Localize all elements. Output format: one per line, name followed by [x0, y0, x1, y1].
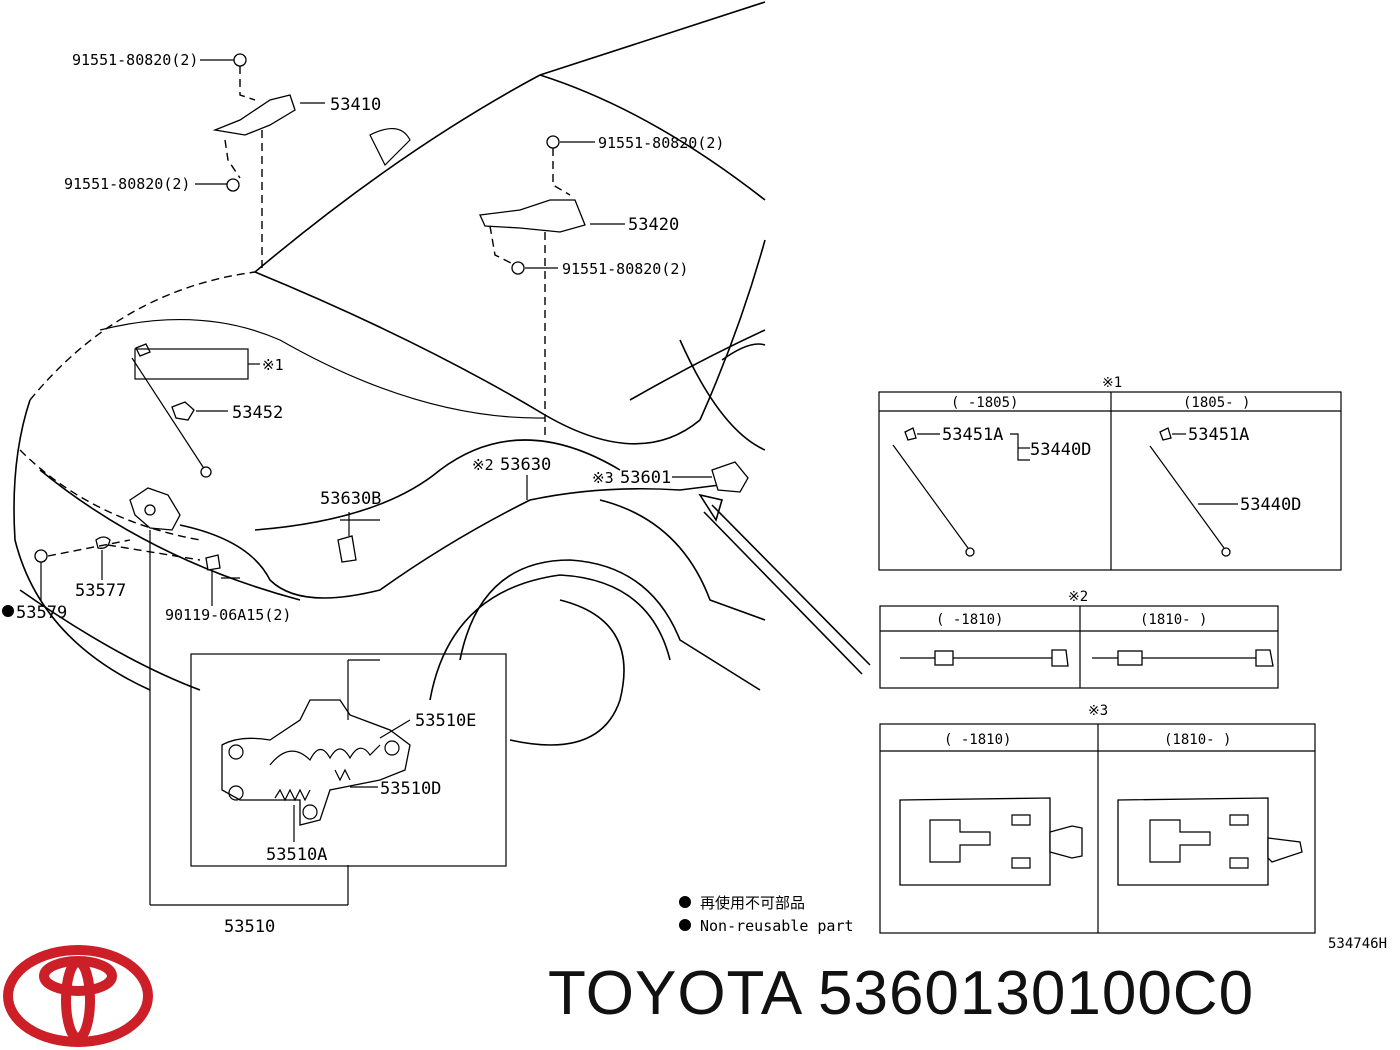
- label-lock-assy: 53510: [224, 917, 275, 937]
- label-bolt-left-low: 91551-80820(2): [64, 175, 190, 193]
- label-hinge-left: 53410: [330, 95, 381, 115]
- support-rod-part: [131, 343, 260, 478]
- vehicle-outline: [13, 1, 766, 746]
- label-lever: 53601: [620, 468, 671, 488]
- label-support-rod: 53452: [232, 403, 283, 423]
- variant-table-2: ※2 ( -1810) (1810- ): [879, 589, 1279, 689]
- table3-col-right: (1810- ): [1164, 732, 1231, 748]
- release-cable-part: [179, 461, 871, 675]
- label-spring-a: 53510A: [266, 845, 327, 865]
- non-reusable-dot-icon: [2, 605, 14, 617]
- label-bumper-cushion: 53577: [75, 581, 126, 601]
- label-bolt-right-top: 91551-80820(2): [598, 134, 724, 152]
- table1-col-left: ( -1805): [951, 395, 1018, 411]
- hood-lock-part: [34, 487, 349, 906]
- legend: 再使用不可部品 Non-reusable part: [679, 894, 854, 935]
- label-bolt-lock: 90119-06A15(2): [165, 606, 291, 624]
- label-hinge-right: 53420: [628, 215, 679, 235]
- hinge-left-part: [195, 53, 325, 270]
- table1-right-part-a: 53451A: [1188, 425, 1249, 445]
- label-lever-mark: ※3: [592, 469, 614, 487]
- table1-left-part-a: 53451A: [942, 425, 1003, 445]
- table1-title: ※1: [1102, 375, 1122, 391]
- table1-left-part-d: 53440D: [1030, 440, 1091, 460]
- legend-dot-icon: [679, 896, 691, 908]
- table2-title: ※2: [1068, 589, 1088, 605]
- table3-col-left: ( -1810): [944, 732, 1011, 748]
- table1-col-right: (1805- ): [1183, 395, 1250, 411]
- table2-col-right: (1810- ): [1140, 612, 1207, 628]
- legend-en: Non-reusable part: [700, 917, 854, 935]
- variant-table-3: ※3 ( -1810) (1810- ): [879, 703, 1316, 934]
- label-cable: 53630: [500, 455, 551, 475]
- legend-dot-icon: [679, 919, 691, 931]
- table3-title: ※3: [1088, 703, 1108, 719]
- legend-jp: 再使用不可部品: [700, 894, 805, 912]
- label-spring-e: 53510E: [415, 711, 476, 731]
- label-diagram-code: 534746H: [1328, 936, 1387, 952]
- label-clamp: 53630B: [320, 489, 381, 509]
- hinge-right-part: [479, 135, 625, 440]
- table2-col-left: ( -1810): [936, 612, 1003, 628]
- lock-detail-box: [190, 653, 507, 867]
- part-labels: 91551-80820(2) 53410 91551-80820(2) 9155…: [2, 51, 1387, 952]
- label-seal: 53579: [16, 603, 67, 623]
- table1-right-part-d: 53440D: [1240, 495, 1301, 515]
- variant-table-1: ※1 ( -1805) (1805- ) 53451A 53440D 53451…: [878, 375, 1342, 571]
- label-spring-d: 53510D: [380, 779, 441, 799]
- label-cable-mark: ※2: [472, 456, 494, 474]
- brand-title: TOYOTA 5360130100C0: [548, 959, 1255, 1028]
- label-bolt-right-low: 91551-80820(2): [562, 260, 688, 278]
- toyota-logo: [3, 945, 153, 1047]
- label-bolt-top: 91551-80820(2): [72, 51, 198, 69]
- label-note1-mark: ※1: [262, 356, 284, 374]
